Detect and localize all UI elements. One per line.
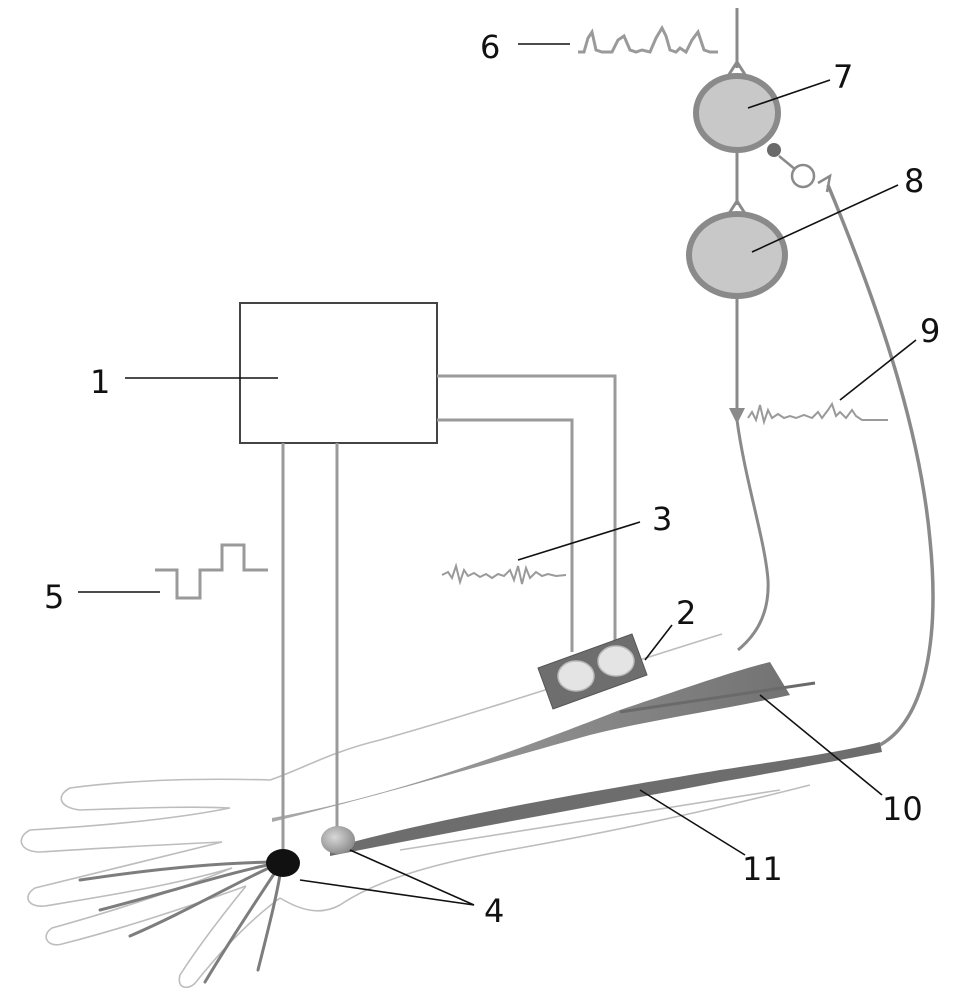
label-11: 11 [742,850,783,888]
neuron-7 [693,73,781,153]
muscle-10 [272,662,816,822]
wires [281,374,617,855]
signal-5-step [155,543,268,600]
electrode-light [321,826,355,854]
electrode-dark [266,849,300,877]
leader-lines [78,43,917,906]
interneuron-link [778,155,797,171]
label-10: 10 [882,790,923,828]
synapse-arrow-mid [726,198,748,216]
interneuron [790,163,816,189]
label-5: 5 [44,578,64,616]
control-unit-box [239,302,438,444]
signal-9-emg [747,401,888,426]
afferent-nerve [826,184,935,747]
label-7: 7 [833,58,853,96]
muscle-11 [330,742,882,856]
signal-6-pulse-train [578,24,718,55]
signal-3-emg [441,562,567,586]
motor-arrowhead [729,408,745,424]
label-3: 3 [652,500,672,538]
label-8: 8 [904,162,924,200]
neuron-8 [686,211,788,299]
label-1: 1 [90,363,110,401]
label-9: 9 [920,312,940,350]
label-6: 6 [480,28,500,66]
motor-nerve-to-muscle [735,419,770,652]
emg-sensor [537,633,648,710]
label-2: 2 [676,594,696,632]
inhibitory-terminal [767,143,781,157]
neuron-column [686,8,935,747]
label-4: 4 [484,892,504,930]
synapse-arrow-top [726,59,748,77]
